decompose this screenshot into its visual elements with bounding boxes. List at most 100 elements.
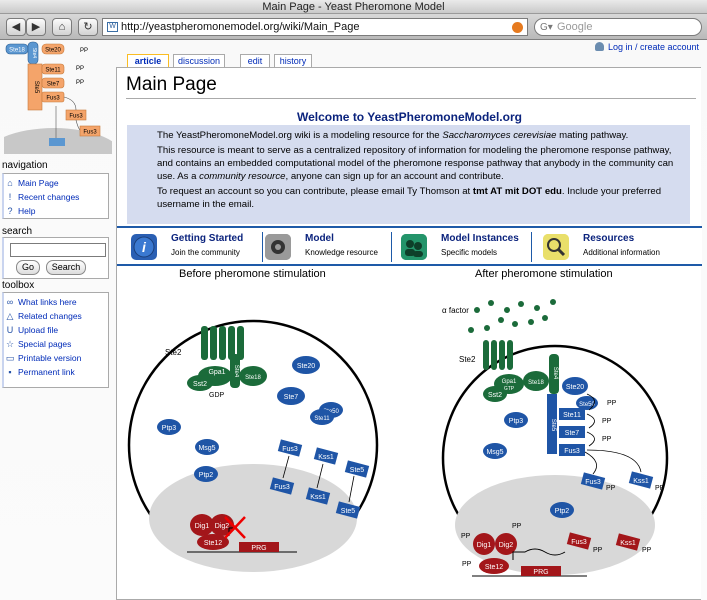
ste2-receptor-after: [483, 340, 513, 370]
shuttle-arrows-before: [282, 455, 355, 503]
toolbox-permanent-link[interactable]: ▪Permanent link: [4, 365, 108, 379]
search-engine-icon: G▾: [540, 22, 553, 33]
sidebar-item-help[interactable]: ?Help: [4, 204, 108, 218]
toolbox-item-label: What links here: [18, 297, 77, 307]
magnifier-icon: [543, 234, 569, 260]
msg5-after: [483, 443, 507, 459]
prg-label-before: PRG: [251, 545, 266, 552]
site-logo[interactable]: Ste18 Ste4 Ste20 Ste5 Ste11 Ste7 Fus3 PP…: [4, 40, 112, 154]
model-instances-link[interactable]: Model Instances Specific models: [401, 230, 531, 264]
dig1-label-before: Dig1: [195, 523, 210, 530]
dig2-label-before: Dig2: [215, 523, 230, 530]
nav-divider: [391, 232, 392, 262]
getting-started-link[interactable]: i Getting Started Join the community: [131, 230, 261, 264]
model-title[interactable]: Model: [305, 233, 334, 244]
home-button[interactable]: ⌂: [52, 18, 72, 36]
gear-icon: [265, 234, 291, 260]
portal-nav-strip: i Getting Started Join the community Mod…: [117, 226, 702, 266]
pp-dig1-label: PP: [461, 533, 471, 540]
logo-pp-label-1: PP: [80, 48, 88, 54]
sidebar-item-main-page[interactable]: ⌂Main Page: [4, 176, 108, 190]
before-stimulation-title: Before pheromone stimulation: [179, 268, 326, 280]
after-stimulation-title: After pheromone stimulation: [475, 268, 613, 280]
dig1-before: [190, 514, 214, 536]
ptp2-before: [194, 466, 218, 482]
pp-kss1-nuc-label: PP: [642, 547, 652, 554]
getting-started-title[interactable]: Getting Started: [171, 233, 244, 244]
address-bar[interactable]: W http://yeastpheromonemodel.org/wiki/Ma…: [102, 18, 528, 36]
window-title-bar: Main Page - Yeast Pheromone Model: [0, 0, 707, 14]
toolbox-item-label: Special pages: [18, 339, 72, 349]
page-title: Main Page: [126, 74, 217, 95]
logo-ste20-block: [41, 43, 65, 55]
back-button[interactable]: ◀: [6, 18, 26, 36]
tab-discussion[interactable]: discussion: [173, 54, 225, 67]
sst2-label-before: Sst2: [193, 381, 207, 388]
kss1-cyto-label-before: Kss1: [318, 454, 334, 461]
sidebar-item-label: Recent changes: [18, 192, 80, 202]
login-link[interactable]: Log in / create account: [607, 42, 699, 52]
welcome-paragraph-3: To request an account so you can contrib…: [157, 185, 684, 211]
logo-ste4-label: Ste4: [31, 48, 37, 59]
star-icon: ☆: [5, 339, 15, 349]
ste20-label-before: Ste20: [297, 363, 315, 370]
ptp2-after: [550, 502, 574, 518]
reload-button[interactable]: ↻: [78, 18, 98, 36]
google-search-field[interactable]: G▾ Google: [534, 18, 702, 36]
ste20-after: [562, 377, 588, 395]
pp-dig2-label: PP: [512, 523, 522, 530]
people-icon: [401, 234, 427, 260]
rss-feed-icon[interactable]: [512, 22, 523, 33]
ptp3-label-before: Ptp3: [162, 425, 177, 432]
fus3-scaffold-after: [559, 444, 585, 456]
resources-link[interactable]: Resources Additional information: [543, 230, 693, 264]
welcome-title: Welcome to YeastPheromoneModel.org: [297, 110, 522, 124]
welcome-box: The YeastPheromoneModel.org wiki is a mo…: [127, 125, 690, 224]
content-area: Main Page Welcome to YeastPheromoneModel…: [116, 67, 702, 600]
link-icon: ∞: [6, 297, 14, 307]
logo-fus3c-block: [79, 125, 101, 137]
model-instances-title[interactable]: Model Instances: [441, 233, 519, 244]
toolbox-printable-version[interactable]: ▭Printable version: [4, 351, 108, 365]
tab-history[interactable]: history: [274, 54, 312, 67]
search-input[interactable]: [10, 243, 106, 257]
ste20-before: [292, 356, 320, 374]
toolbox-special-pages[interactable]: ☆Special pages: [4, 337, 108, 351]
kss1-pp-label-after: Kss1: [633, 478, 649, 485]
getting-started-subtitle: Join the community: [171, 248, 240, 257]
resources-title[interactable]: Resources: [583, 233, 635, 244]
search-portlet: Go Search: [2, 237, 109, 279]
logo-ste18-label: Ste18: [9, 48, 25, 54]
search-button[interactable]: Search: [46, 260, 86, 275]
alpha-factor-dots: [468, 299, 556, 333]
fus3-cyto-label-before: Fus3: [282, 446, 298, 453]
kss1-nuc-before: [305, 487, 331, 505]
ste5-scaffold-after: [547, 394, 557, 454]
logo-fus3-label: Fus3: [46, 96, 60, 102]
logo-ste11-block: [41, 63, 65, 75]
ste18-before: [239, 366, 267, 386]
sidebar-item-recent-changes[interactable]: !Recent changes: [4, 190, 108, 204]
go-button[interactable]: Go: [16, 260, 40, 275]
ste11-label-before: Ste11: [314, 416, 330, 422]
heading-divider: [126, 98, 696, 99]
ptp2-label-before: Ptp2: [199, 472, 214, 479]
nav-divider: [262, 232, 263, 262]
ste7-after: [559, 426, 585, 438]
model-link[interactable]: Model Knowledge resource: [265, 230, 395, 264]
kss1-nuc-after: [615, 533, 641, 551]
sst2-after: [483, 386, 507, 402]
pp-ste7-label: PP: [602, 436, 612, 443]
toolbox-related-changes[interactable]: △Related changes: [4, 309, 108, 323]
tab-article[interactable]: article: [127, 54, 169, 67]
forward-button[interactable]: ▶: [26, 18, 46, 36]
info-icon: i: [131, 234, 157, 260]
fus3-pp-after: [580, 472, 606, 490]
prg-gene-after: [521, 566, 561, 576]
ptp3-label-after: Ptp3: [509, 418, 524, 425]
toolbox-what-links-here[interactable]: ∞ What links here: [4, 295, 108, 309]
logo-fus3c-label: Fus3: [83, 130, 97, 136]
tab-edit[interactable]: edit: [240, 54, 270, 67]
ste20-label-after: Ste20: [566, 384, 584, 391]
